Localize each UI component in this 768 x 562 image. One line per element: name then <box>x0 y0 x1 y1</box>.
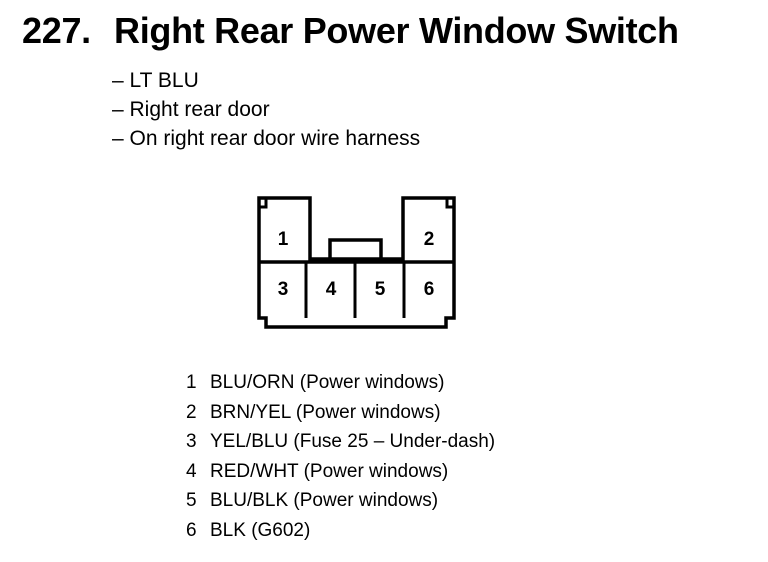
pin-number: 1 <box>186 372 197 393</box>
cavity-label: 6 <box>424 279 435 300</box>
cavity-label: 5 <box>375 279 386 300</box>
pin-row: 6 BLK (G602) <box>186 516 495 546</box>
pin-number: 2 <box>186 401 197 423</box>
cavity-label: 2 <box>424 229 435 250</box>
pin-number: 3 <box>186 431 197 452</box>
component-description: – LT BLU – Right rear door – On right re… <box>112 66 420 153</box>
component-number: 227. <box>22 10 91 51</box>
pin-row: 2 BRN/YEL (Power windows) <box>186 398 495 428</box>
pin-label: BRN/YEL (Power windows) <box>210 401 441 423</box>
pin-row: 1 BLU/ORN (Power windows) <box>186 368 495 398</box>
pin-list: 1 BLU/ORN (Power windows) 2 BRN/YEL (Power… <box>186 368 495 545</box>
pin-label: BLU/BLK (Power windows) <box>210 490 439 511</box>
connector-notch-right <box>445 198 454 209</box>
page-title: 227. Right Rear Power Window Switch <box>22 10 679 52</box>
description-line: – On right rear door wire harness <box>112 127 421 150</box>
connector-key <box>328 238 383 259</box>
pin-number: 5 <box>186 490 197 511</box>
description-line: – LT BLU <box>112 69 199 92</box>
cavity-label: 3 <box>278 279 289 300</box>
description-line: – Right rear door <box>112 98 270 121</box>
connector-outline <box>257 196 456 329</box>
pin-row: 3 YEL/BLU (Fuse 25 – Under-dash) <box>186 427 495 457</box>
pin-row: 5 BLU/BLK (Power windows) <box>186 486 495 516</box>
pin-label: BLU/ORN (Power windows) <box>210 372 445 393</box>
pin-label: RED/WHT (Power windows) <box>210 460 449 482</box>
component-name: Right Rear Power Window Switch <box>114 10 679 51</box>
pin-label: BLK (G602) <box>210 519 311 541</box>
pin-number: 6 <box>186 519 197 541</box>
pin-label: YEL/BLU (Fuse 25 – Under-dash) <box>210 431 496 452</box>
pin-row: 4 RED/WHT (Power windows) <box>186 457 495 487</box>
connector-notch-left <box>259 198 268 209</box>
cavity-label: 4 <box>326 279 337 300</box>
cavity-label: 1 <box>278 229 289 250</box>
pin-number: 4 <box>186 460 197 482</box>
